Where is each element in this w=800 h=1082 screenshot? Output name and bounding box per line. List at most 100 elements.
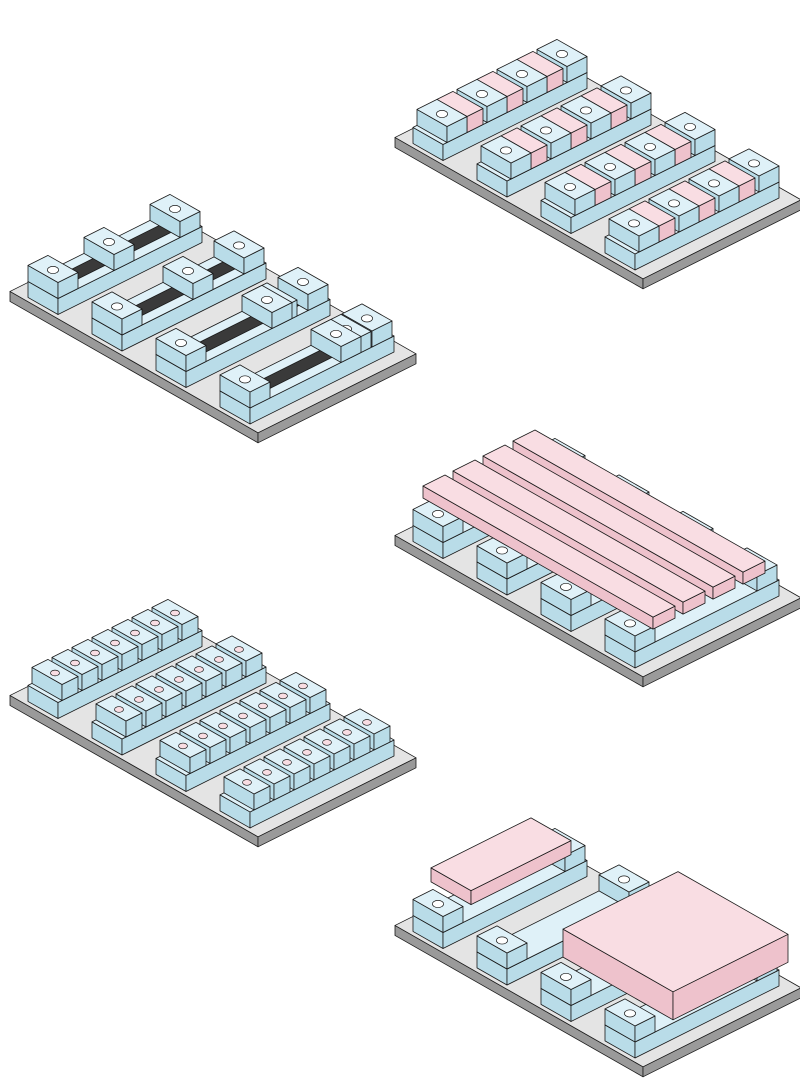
- bolt-hole-icon: [560, 972, 572, 981]
- vise-block: [544, 171, 596, 216]
- bolt-hole-icon: [262, 769, 272, 776]
- workpiece-bar-4-top-face: [422, 474, 676, 618]
- vise-block: [310, 318, 362, 363]
- bolt-hole-icon: [169, 205, 181, 213]
- bolt-hole-icon: [361, 314, 373, 323]
- bolt-hole-icon: [278, 692, 288, 700]
- vise-block: [27, 255, 79, 299]
- vise-block: [149, 194, 201, 238]
- bolt-hole-icon: [282, 759, 292, 766]
- bolt-hole-icon: [239, 375, 251, 384]
- vise-block: [608, 208, 660, 253]
- fixture-plate-front-face: [642, 987, 800, 1078]
- bolt-hole-icon: [342, 729, 352, 736]
- bolt-hole-icon: [618, 875, 630, 884]
- bolt-hole-icon: [298, 682, 308, 690]
- bolt-hole-icon: [233, 241, 245, 250]
- workpiece-large-block-top-face: [562, 871, 789, 993]
- bolt-hole-icon: [234, 646, 244, 653]
- workpiece-large-block: [562, 871, 789, 1021]
- bolt-hole-icon: [302, 749, 312, 756]
- bolt-hole-icon: [516, 70, 528, 78]
- bolt-hole-icon: [175, 338, 187, 347]
- bolt-hole-icon: [297, 277, 309, 286]
- bolt-hole-icon: [218, 722, 228, 730]
- vise-block: [219, 364, 271, 409]
- bolt-hole-icon: [47, 266, 59, 274]
- bolt-hole-icon: [476, 90, 488, 98]
- bolt-hole-icon: [198, 732, 208, 740]
- bolt-hole-icon: [154, 686, 164, 693]
- bolt-hole-icon: [436, 110, 448, 118]
- fixture-panel-long-bars: [394, 429, 800, 688]
- vise-block: [416, 99, 468, 143]
- vise-block: [476, 925, 528, 970]
- bolt-hole-icon: [182, 267, 194, 275]
- workpiece-l-part: [430, 817, 572, 906]
- bolt-hole-icon: [560, 582, 572, 591]
- bolt-hole-icon: [134, 696, 144, 703]
- bolt-hole-icon: [242, 779, 252, 786]
- bolt-hole-icon: [604, 162, 616, 171]
- bolt-hole-icon: [178, 742, 188, 750]
- vise-block: [540, 961, 592, 1006]
- bolt-hole-icon: [214, 656, 224, 663]
- bolt-hole-icon: [238, 712, 248, 720]
- bolt-hole-icon: [174, 676, 184, 683]
- bolt-hole-icon: [150, 619, 160, 627]
- bolt-hole-icon: [624, 1009, 636, 1018]
- vise-block: [604, 608, 656, 653]
- vise-block: [159, 731, 207, 774]
- bolt-hole-icon: [500, 146, 512, 155]
- vise-block: [155, 327, 207, 372]
- vise-block: [476, 535, 528, 580]
- bolt-hole-icon: [70, 659, 80, 667]
- vise-block: [412, 499, 464, 543]
- bolt-hole-icon: [114, 706, 124, 713]
- bolt-hole-icon: [620, 86, 632, 95]
- vise-block: [412, 889, 464, 933]
- bolt-hole-icon: [628, 219, 640, 228]
- vise-block: [91, 291, 143, 336]
- vise-block: [223, 768, 271, 811]
- bolt-hole-icon: [540, 126, 552, 135]
- bolt-hole-icon: [748, 159, 760, 168]
- bolt-hole-icon: [556, 50, 568, 58]
- bolt-hole-icon: [432, 510, 444, 518]
- vise-block: [604, 998, 656, 1043]
- bolt-hole-icon: [111, 302, 123, 311]
- bolt-hole-icon: [362, 719, 372, 726]
- bolt-hole-icon: [564, 182, 576, 191]
- bolt-hole-icon: [322, 739, 332, 746]
- bolt-hole-icon: [194, 666, 204, 673]
- workpiece-bar-3-top-face: [452, 459, 706, 603]
- workpiece-bar-4: [422, 474, 676, 630]
- vise-block: [540, 571, 592, 616]
- bolt-hole-icon: [580, 106, 592, 115]
- bolt-hole-icon: [624, 619, 636, 628]
- bolt-hole-icon: [330, 329, 342, 338]
- bolt-hole-icon: [90, 649, 100, 657]
- bolt-hole-icon: [258, 702, 268, 710]
- bolt-hole-icon: [496, 546, 508, 555]
- fixture-panel-mixed-blocks: [394, 39, 800, 290]
- bolt-hole-icon: [432, 900, 444, 908]
- vise-block: [31, 659, 79, 701]
- workpiece-bar-1-top-face: [512, 429, 766, 573]
- bolt-hole-icon: [110, 639, 120, 647]
- bolt-hole-icon: [708, 179, 720, 188]
- bolt-hole-icon: [170, 609, 180, 617]
- workpiece-l-part-top-face: [430, 817, 572, 892]
- bolt-hole-icon: [50, 669, 60, 677]
- workpiece-bar-2-top-face: [482, 444, 736, 588]
- bolt-hole-icon: [130, 629, 140, 637]
- vise-block: [162, 255, 214, 300]
- bolt-hole-icon: [496, 936, 508, 945]
- bolt-hole-icon: [668, 199, 680, 208]
- vise-block: [213, 230, 265, 275]
- bolt-hole-icon: [684, 122, 696, 131]
- bolt-hole-icon: [103, 238, 115, 246]
- vise-block: [95, 695, 143, 738]
- vise-block: [241, 284, 293, 329]
